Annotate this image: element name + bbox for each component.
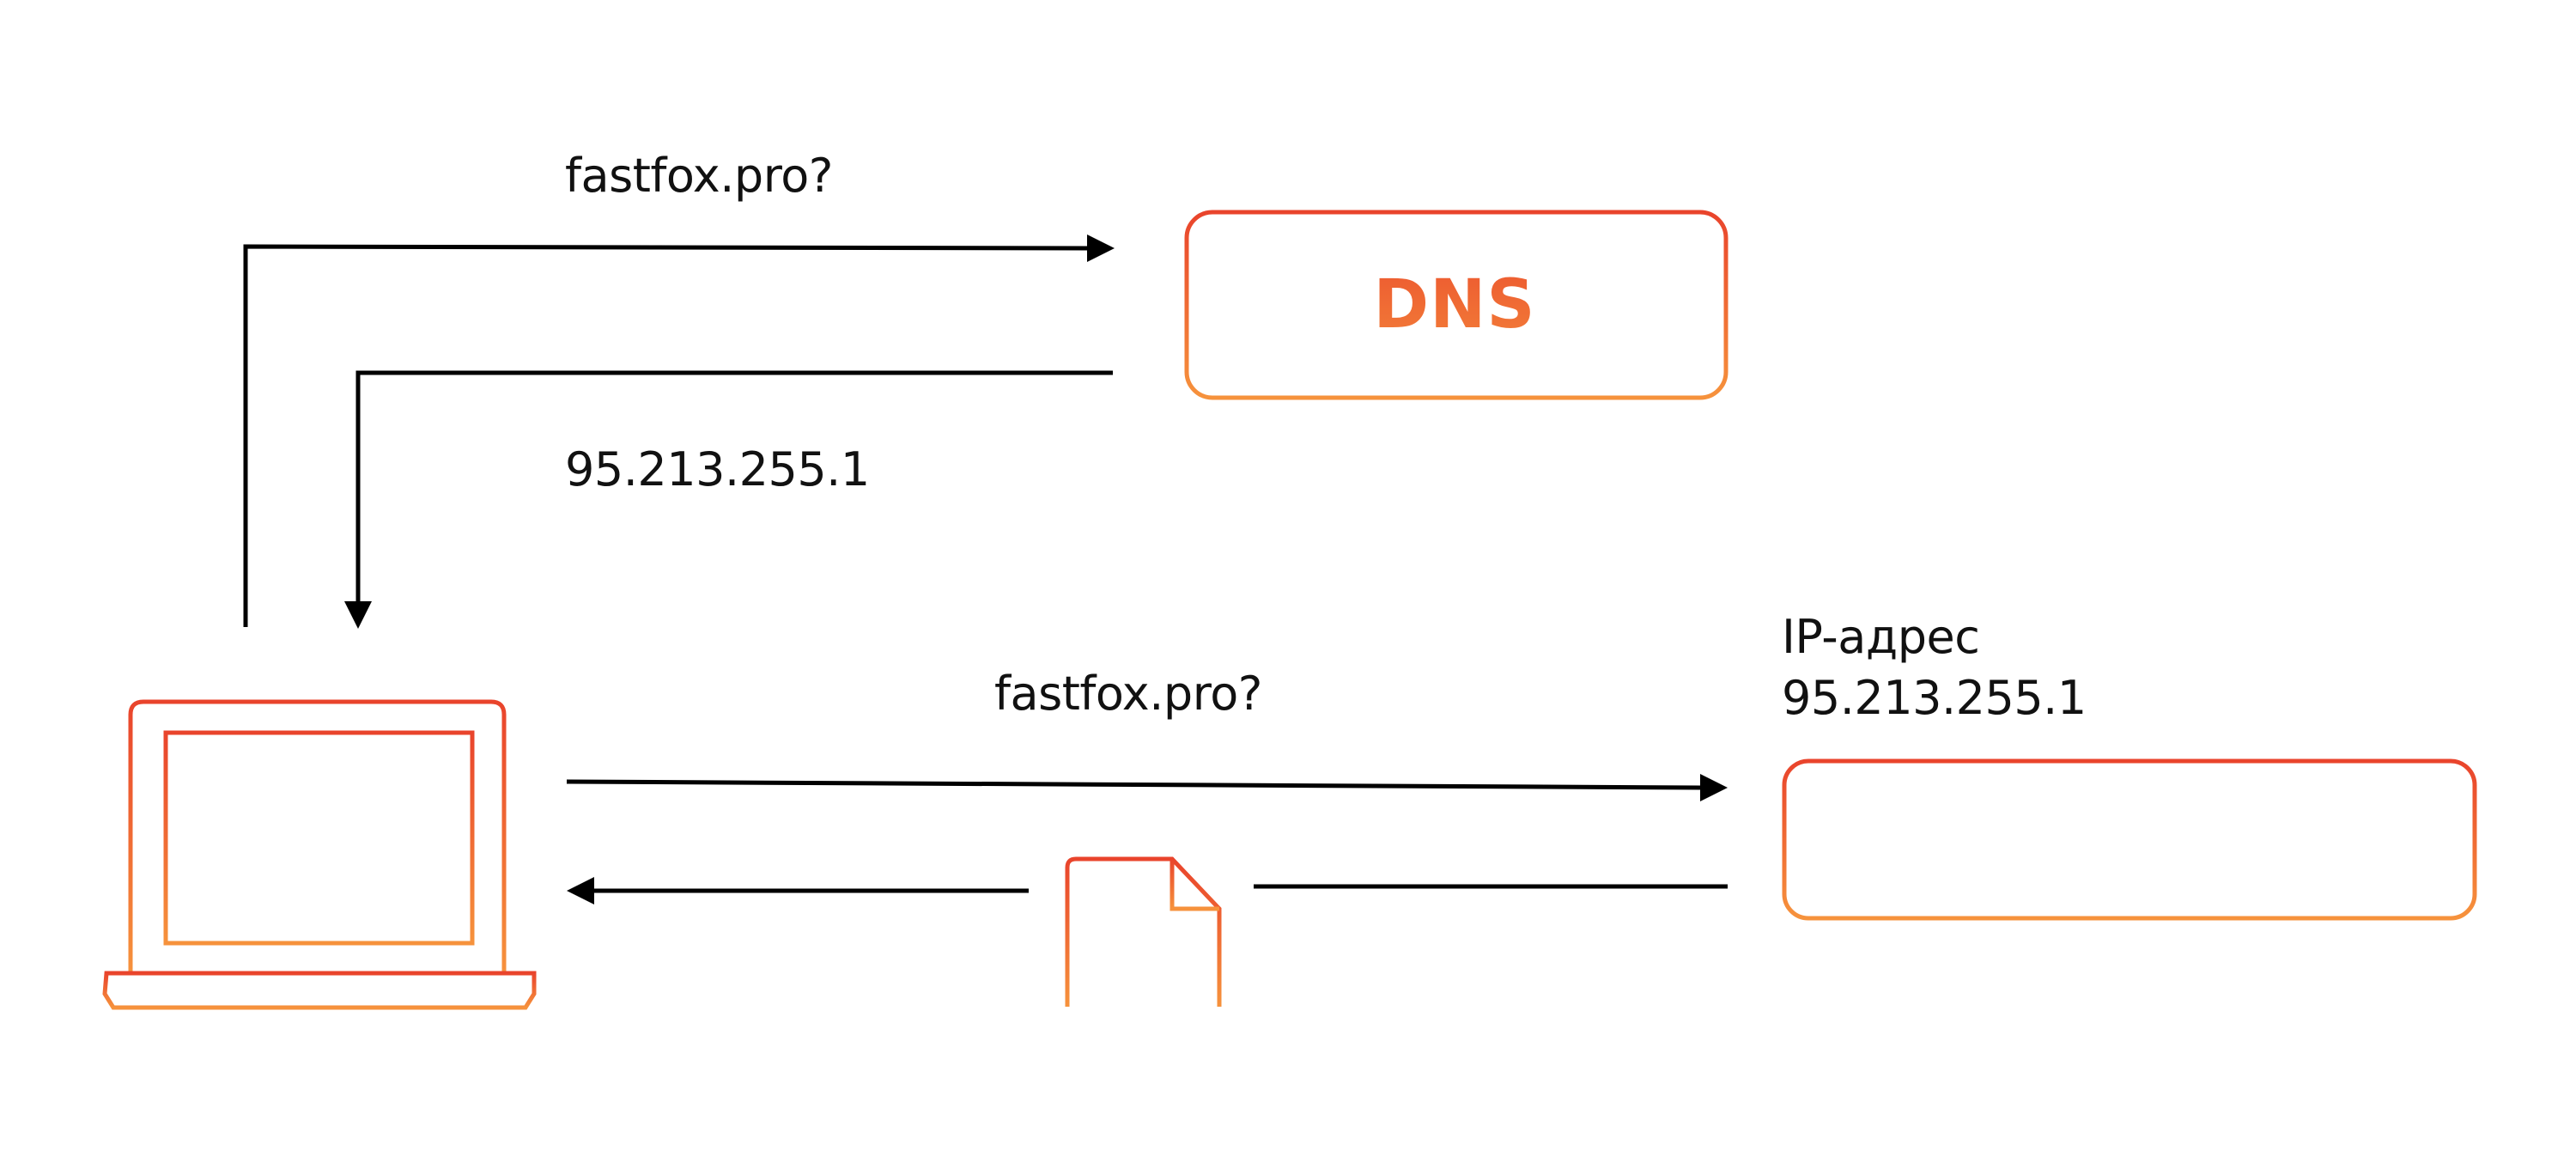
- server-icon: [1782, 758, 2477, 921]
- query-to-dns-arrow: [243, 234, 1115, 627]
- server-ip-title: IP-адрес: [1782, 610, 1980, 664]
- request-label: fastfox.pro?: [994, 667, 1262, 721]
- laptop-icon: [102, 699, 537, 1010]
- answer-from-dns-arrow: [344, 370, 1113, 629]
- dns-answer-label: 95.213.255.1: [565, 442, 870, 496]
- server-ip-address: 95.213.255.1: [1782, 671, 2087, 725]
- dns-server-label: DNS: [1183, 212, 1726, 398]
- dns-server-box: [1184, 210, 1728, 400]
- request-to-server-arrow: [566, 774, 1728, 801]
- server-indicator-bars: [2334, 781, 2423, 898]
- response-from-server-arrow: [567, 877, 1728, 904]
- document-icon: [1065, 856, 1222, 1007]
- dns-query-label: fastfox.pro?: [565, 149, 833, 203]
